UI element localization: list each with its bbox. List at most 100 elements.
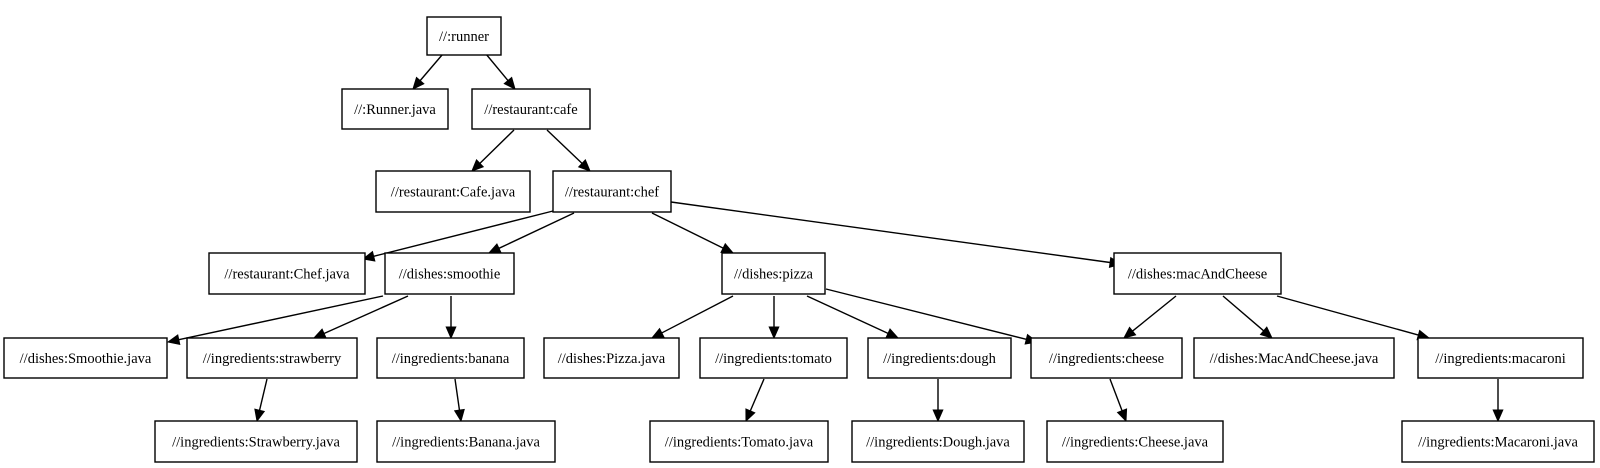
edge-line <box>661 295 734 334</box>
arrowhead <box>503 76 516 90</box>
node-smoothie-java: //dishes:Smoothie.java <box>3 337 168 379</box>
node-strawberry-java: //ingredients:Strawberry.java <box>154 420 358 463</box>
edge-dough-to-dough-java <box>932 379 944 423</box>
node-label: //restaurant:Chef.java <box>224 267 350 283</box>
node-box <box>1401 420 1595 463</box>
edge-pizza-to-cheese <box>825 288 1039 345</box>
edge-pizza-to-dough <box>806 295 900 339</box>
node-label: //ingredients:cheese <box>1049 351 1164 367</box>
arrowhead <box>1123 326 1137 339</box>
edge-line <box>1109 378 1123 411</box>
node-label: //dishes:MacAndCheese.java <box>1210 351 1379 367</box>
node-label: //dishes:smoothie <box>399 267 501 283</box>
node-tomato: //ingredients:tomato <box>699 337 848 379</box>
node-label: //ingredients:Tomato.java <box>665 435 814 451</box>
node-cheese: //ingredients:cheese <box>1030 337 1183 379</box>
edge-line <box>1276 295 1419 336</box>
node-box <box>851 420 1025 463</box>
node-box <box>1417 337 1584 379</box>
node-label: //:Runner.java <box>354 102 436 118</box>
edge-line <box>323 295 409 335</box>
edge-pizza-to-tomato <box>768 296 780 340</box>
node-label: //ingredients:Banana.java <box>392 435 540 451</box>
node-box <box>426 16 502 56</box>
node-box <box>543 337 680 379</box>
node-box <box>552 170 672 213</box>
node-dough: //ingredients:dough <box>867 337 1012 379</box>
node-label: //dishes:Pizza.java <box>558 351 666 367</box>
node-box <box>699 337 848 379</box>
node-label: //ingredients:strawberry <box>203 351 342 367</box>
arrowhead <box>487 243 502 254</box>
node-label: //ingredients:Dough.java <box>866 435 1010 451</box>
edge-line <box>670 201 1111 264</box>
node-label: //dishes:macAndCheese <box>1128 267 1267 283</box>
node-cheese-java: //ingredients:Cheese.java <box>1046 420 1224 463</box>
edge-macandcheese-to-macaroni <box>1276 295 1431 341</box>
node-box <box>384 252 515 295</box>
node-label: //ingredients:Macaroni.java <box>1418 435 1578 451</box>
edge-line <box>479 129 515 164</box>
node-cafe: //restaurant:cafe <box>471 88 591 130</box>
arrowhead <box>1116 408 1128 423</box>
arrowhead <box>471 158 485 172</box>
node-chef: //restaurant:chef <box>552 170 672 213</box>
node-box <box>721 252 826 295</box>
node-banana: //ingredients:banana <box>376 337 525 379</box>
node-box <box>649 420 829 463</box>
node-cafe-java: //restaurant:Cafe.java <box>375 170 531 213</box>
edge-line <box>651 212 724 249</box>
node-label: //ingredients:Strawberry.java <box>172 435 340 451</box>
arrowhead <box>453 408 465 423</box>
edge-line <box>498 212 575 249</box>
node-strawberry: //ingredients:strawberry <box>186 337 358 379</box>
node-box <box>341 88 449 130</box>
node-box <box>1193 337 1395 379</box>
node-dough-java: //ingredients:Dough.java <box>851 420 1025 463</box>
edge-smoothie-to-strawberry <box>312 295 409 339</box>
arrowhead <box>166 334 181 346</box>
nodes-layer: //:runner //:Runner.java //restaurant:cafe… <box>3 16 1595 463</box>
node-box <box>154 420 358 463</box>
node-box <box>375 170 531 213</box>
arrowhead <box>254 408 266 423</box>
node-box <box>376 337 525 379</box>
edge-line <box>258 378 268 411</box>
node-runner-java: //:Runner.java <box>341 88 449 130</box>
node-macandcheese: //dishes:macAndCheese <box>1113 252 1282 295</box>
node-box <box>1113 252 1282 295</box>
edge-chef-to-smoothie <box>487 212 575 254</box>
edge-line <box>373 210 554 257</box>
node-box <box>3 337 168 379</box>
node-label: //:runner <box>439 29 489 45</box>
arrowhead <box>577 159 591 172</box>
edge-cheese-to-cheese-java <box>1109 378 1128 423</box>
node-macaroni-java: //ingredients:Macaroni.java <box>1401 420 1595 463</box>
arrowhead <box>768 326 780 340</box>
edge-smoothie-to-smoothie-java <box>166 295 384 346</box>
edge-line <box>546 129 583 164</box>
edge-chef-to-chef-java <box>361 210 554 262</box>
node-box <box>471 88 591 130</box>
node-macandcheese-java: //dishes:MacAndCheese.java <box>1193 337 1395 379</box>
arrowhead <box>885 328 900 339</box>
node-box <box>186 337 358 379</box>
node-label: //restaurant:cafe <box>484 102 577 118</box>
edge-chef-to-pizza <box>651 212 735 254</box>
arrowhead <box>745 408 756 423</box>
node-label: //ingredients:Cheese.java <box>1062 435 1209 451</box>
node-label: //restaurant:Cafe.java <box>391 185 516 201</box>
edge-smoothie-to-banana <box>445 296 457 340</box>
arrowhead <box>1492 409 1504 423</box>
node-box <box>376 420 556 463</box>
edge-banana-to-banana-java <box>453 378 465 423</box>
node-runner: //:runner <box>426 16 502 56</box>
edge-line <box>1222 295 1265 332</box>
edge-macandcheese-to-macandcheese-java <box>1222 295 1273 339</box>
node-box <box>867 337 1012 379</box>
edge-line <box>178 295 384 341</box>
node-label: //restaurant:chef <box>565 185 659 201</box>
arrowhead <box>1259 326 1273 339</box>
edge-strawberry-to-strawberry-java <box>254 378 268 423</box>
